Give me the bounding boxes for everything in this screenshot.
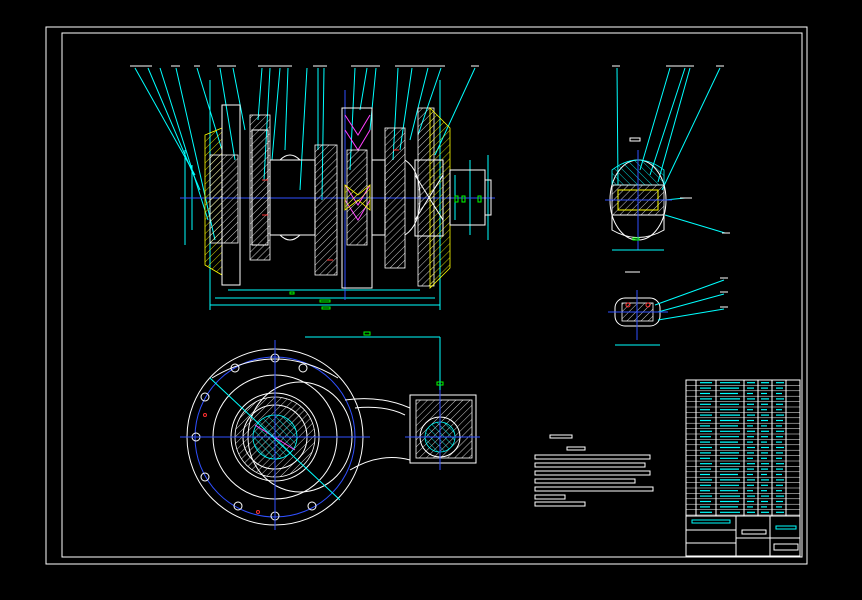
detail-leader-lines <box>615 279 725 346</box>
left-housing <box>221 104 241 286</box>
left-web-outline <box>251 129 269 246</box>
left-crank-web <box>249 114 271 261</box>
left-fillet <box>279 154 301 161</box>
fastener-marks <box>262 149 399 261</box>
note-line <box>534 478 636 484</box>
note-line <box>534 454 651 460</box>
inner-border <box>61 32 803 558</box>
front-section-view <box>130 65 495 310</box>
side-lower-section <box>611 214 665 238</box>
detail-view <box>608 271 728 346</box>
note-line <box>534 470 651 476</box>
title-block <box>685 379 801 557</box>
notes-heading-mark <box>549 434 573 439</box>
side-balloon-ticks <box>612 65 730 234</box>
note-line <box>534 494 566 500</box>
note-line <box>534 486 654 492</box>
dimension-text-marks <box>289 195 482 310</box>
notes-block <box>534 434 654 507</box>
right-gear <box>384 127 406 269</box>
drawing-title-mark <box>741 529 767 535</box>
bom-columns <box>695 380 787 516</box>
left-fillet-lower <box>279 234 301 241</box>
left-bearing <box>209 154 239 244</box>
bom-table-frame <box>685 379 801 557</box>
bom-table-rows <box>686 385 800 516</box>
sheet-frame <box>45 26 808 565</box>
side-section-view <box>605 65 730 251</box>
gear-key <box>344 184 371 211</box>
side-leader-lines <box>616 67 726 234</box>
arm-end-block <box>409 394 477 464</box>
note-line <box>534 462 646 468</box>
side-view-label-mark <box>629 137 641 142</box>
outer-border <box>45 26 808 565</box>
marker-points <box>203 413 260 514</box>
note-line <box>534 501 586 507</box>
left-gear <box>314 144 338 276</box>
bom-entries <box>700 382 784 513</box>
right-end-cover <box>429 107 451 289</box>
top-plan-view <box>180 331 480 530</box>
right-bearing <box>414 159 444 237</box>
plan-dimension-lines <box>305 336 441 395</box>
